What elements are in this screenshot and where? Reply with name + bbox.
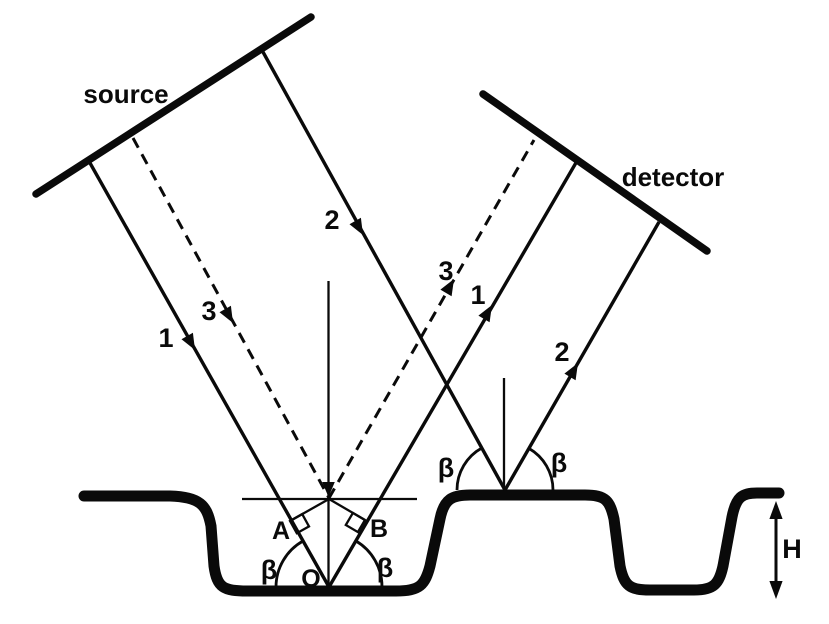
ray2-exit-line	[503, 221, 661, 491]
height-arrow-down-icon	[769, 581, 783, 599]
beta-mesa-right-label: β	[551, 448, 567, 478]
ray2-exit-label: 2	[554, 337, 569, 367]
ray3-exit-arrow-icon	[440, 279, 454, 297]
ray3-exit-dashed-line	[327, 139, 536, 499]
ray3-exit-label: 3	[438, 256, 453, 286]
point-b-label: B	[370, 515, 388, 543]
beta-arc-mesa-right	[528, 447, 555, 491]
ray2-incident-line	[261, 51, 507, 491]
point-a-label: A	[272, 517, 290, 545]
detector-label: detector	[622, 162, 725, 192]
ray1-exit-label: 1	[470, 280, 485, 310]
height-label: H	[782, 534, 802, 564]
beta-groove-left-label: β	[261, 555, 277, 585]
ray2-incident-arrow-icon	[349, 217, 363, 235]
center-normal-arrow-icon	[322, 482, 335, 497]
ray3-incident-arrow-icon	[219, 305, 233, 323]
source-line	[32, 13, 315, 198]
ray1-exit-line	[327, 160, 579, 588]
detector-line	[479, 90, 711, 255]
right-angle-mark-b	[344, 511, 367, 534]
beta-mesa-left-label: β	[438, 453, 454, 483]
ray2-exit-arrow-icon	[564, 363, 578, 381]
beta-groove-right-label: β	[377, 553, 393, 583]
height-arrow-up-icon	[769, 501, 783, 519]
ray1-incident-arrow-icon	[181, 332, 195, 350]
point-o-label: O	[301, 565, 320, 593]
beta-arc-groove-right	[355, 539, 384, 588]
ray2-incident-label: 2	[324, 205, 339, 235]
beta-arc-mesa-left	[455, 446, 483, 491]
beta-arc-groove-left	[274, 539, 304, 588]
source-label: source	[83, 79, 168, 109]
grooved-surface-profile	[78, 487, 785, 597]
ray1-incident-label: 1	[158, 323, 173, 353]
ray1-incident-line	[88, 162, 331, 588]
ray3-incident-label: 3	[201, 296, 216, 326]
ray1-exit-arrow-icon	[478, 305, 492, 323]
right-angle-mark-a	[288, 512, 311, 535]
